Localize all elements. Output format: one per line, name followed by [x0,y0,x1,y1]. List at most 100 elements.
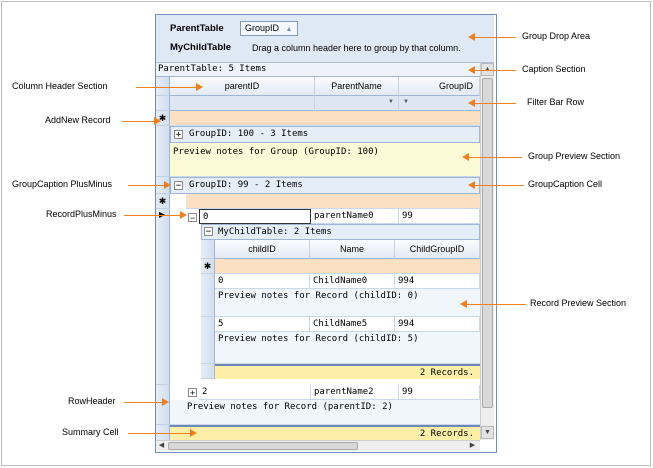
record-preview-section: Preview notes for Record (childID: 0) [215,289,480,317]
horizontal-scroll-thumb[interactable] [168,442,358,450]
callout-line [474,37,516,38]
callout-arrow [468,181,475,189]
child-cell-childid[interactable]: 0 [215,274,310,289]
arrow-left-icon[interactable]: ◀ [158,442,165,449]
callout-record-plusminus: RecordPlusMinus [46,209,117,219]
cell-parentname[interactable]: parentName0 [311,209,399,224]
grouped-column-label: GroupID [245,23,280,33]
callout-arrow [468,33,475,41]
child-row-header-addnew[interactable]: ✱ [201,259,215,274]
arrow-down-icon[interactable]: ▼ [481,426,494,439]
cell-parentname[interactable]: parentName2 [311,385,399,400]
callout-arrow [468,66,475,74]
callout-summary-cell: Summary Cell [62,427,119,437]
callout-arrow [460,300,467,308]
asterisk-icon: ✱ [158,113,167,123]
callout-group-preview-section: Group Preview Section [528,151,621,161]
cell-groupid[interactable]: 99 [399,385,480,400]
callout-arrow [154,117,161,125]
callout-arrow [196,83,203,91]
child-column-header-childid[interactable]: childID [215,240,310,259]
column-header-parentid[interactable]: parentID [170,77,315,96]
child-caption-label: MyChildTable: 2 Items [218,227,332,237]
row-header-current-record[interactable]: ▶ [156,209,170,385]
minus-icon[interactable]: − [188,213,197,223]
child-summary-cell: 2 Records. [215,364,480,379]
child-column-header-childgroupid[interactable]: ChildGroupID [395,240,480,259]
column-header-groupid[interactable]: GroupID [399,77,480,96]
child-cell-childgroupid[interactable]: 994 [395,274,480,289]
group-preview-section: Preview notes for Group (GroupID: 100) [170,143,480,177]
child-cell-name[interactable]: ChildName0 [310,274,395,289]
callout-arrow [162,398,169,406]
callout-line [124,215,180,216]
child-table-label: MyChildTable [170,42,232,53]
row-header-group1[interactable] [156,126,170,177]
callout-rowheader: RowHeader [68,396,116,406]
group-caption-cell: GroupID: 99 - 2 Items [189,180,303,190]
cell-groupid[interactable]: 99 [399,209,480,224]
grouped-column-chip[interactable]: GroupID ▲ [240,21,298,36]
callout-record-preview-section: Record Preview Section [530,298,627,308]
asterisk-icon: ✱ [158,196,167,206]
addnew-row-group2[interactable] [186,194,480,209]
group-drop-area[interactable]: ParentTable GroupID ▲ MyChildTable Drag … [156,15,494,63]
filter-cell-parentname[interactable]: ▼ [315,96,399,111]
child-row-header[interactable] [201,274,215,317]
arrow-up-icon[interactable]: ▲ [481,63,494,76]
callout-column-header-section: Column Header Section [12,81,108,91]
callout-filter-bar-row: Filter Bar Row [527,97,585,107]
callout-arrow [190,429,197,437]
filter-cell-parentid[interactable] [170,96,315,111]
child-cell-childgroupid[interactable]: 994 [395,317,480,332]
row-header-addnew-group2[interactable]: ✱ [156,194,170,209]
child-row-header-summary [201,364,215,379]
plus-icon[interactable]: + [174,130,183,140]
child-header-corner [201,240,215,259]
row-header-filter [156,96,170,111]
cell-parentid[interactable]: 2 [199,385,311,400]
child-cell-name[interactable]: ChildName5 [310,317,395,332]
filter-dropdown-icon: ▼ [403,99,409,105]
callout-groupcaption-plusminus: GroupCaption PlusMinus [12,179,113,189]
callout-line [468,157,522,158]
caption-bar: ParentTable: 5 Items [156,63,480,77]
child-caption-bar: − MyChildTable: 2 Items [201,224,480,240]
child-addnew-row[interactable] [215,259,480,274]
child-column-header-name[interactable]: Name [310,240,395,259]
group-caption-row[interactable]: + GroupID: 100 - 3 Items [170,126,480,143]
callout-line [466,304,526,305]
child-row-header[interactable] [201,317,215,364]
child-cell-childid[interactable]: 5 [215,317,310,332]
callout-groupcaption-cell: GroupCaption Cell [528,179,603,189]
plus-icon[interactable]: + [188,388,197,398]
arrow-right-icon[interactable]: ▶ [469,442,476,449]
minus-icon[interactable]: − [204,227,213,237]
asterisk-icon: ✱ [203,261,212,271]
filter-cell-groupid[interactable]: ▼ [399,96,480,111]
horizontal-scrollbar[interactable]: ◀ ▶ [156,440,480,451]
vertical-scrollbar[interactable]: ▲ ▼ [480,63,494,440]
record-preview-section: Preview notes for Record (parentID: 2) [170,400,480,425]
sort-ascending-icon: ▲ [285,26,293,33]
header-corner [156,77,170,96]
group-caption-cell: GroupID: 100 - 3 Items [189,129,309,139]
cell-parentid-current[interactable]: 0 [199,209,311,224]
row-pointer-icon: ▶ [159,210,166,219]
vertical-scroll-thumb[interactable] [482,78,493,408]
summary-cell: 2 Records. [170,425,480,441]
callout-group-drop-area: Group Drop Area [522,31,591,41]
column-header-parentname[interactable]: ParentName [315,77,399,96]
callout-addnew-record: AddNew Record [45,115,111,125]
grid-control: ParentTable GroupID ▲ MyChildTable Drag … [155,14,497,453]
callout-line [474,103,516,104]
callout-line [128,185,164,186]
filter-dropdown-icon: ▼ [388,99,394,105]
minus-icon[interactable]: − [174,181,183,191]
callout-line [122,121,154,122]
callout-arrow [164,181,171,189]
addnew-row[interactable] [170,111,480,126]
callout-line [136,87,196,88]
group-caption-row[interactable]: − GroupID: 99 - 2 Items [170,177,480,194]
